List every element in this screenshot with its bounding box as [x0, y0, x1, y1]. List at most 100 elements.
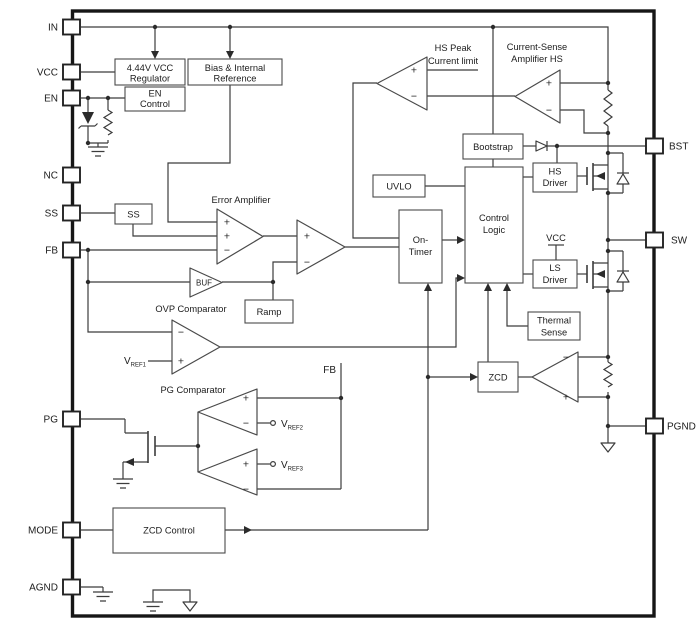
control-logic-label-line2: Logic [483, 225, 506, 235]
hs-peak-comp-plus: + [411, 65, 417, 77]
hs-peak-limit-comparator-triangle [376, 56, 428, 111]
pg-comparator-1-triangle [197, 388, 258, 436]
pin-pg-label: PG [44, 415, 59, 426]
en-zener-diode [78, 112, 98, 129]
pin-bst-label: BST [669, 142, 688, 153]
block-on-timer [398, 209, 443, 284]
zcd-comp-minus: − [563, 352, 569, 364]
block-en-control [124, 86, 186, 112]
ovp-comparator-triangle [171, 319, 221, 375]
pg-comp1-plus: + [243, 393, 249, 405]
vref2-terminal [270, 420, 277, 427]
pg-comp2-minus: − [243, 484, 249, 496]
pin-agnd-label: AGND [29, 583, 58, 594]
pin-en-box [62, 89, 81, 107]
vref2-base: V [281, 419, 288, 430]
pin-in-label: IN [48, 23, 58, 34]
ls-driver-label-line1: LS [549, 263, 560, 273]
zcd-block-label: ZCD [488, 373, 507, 383]
hs-peak-limit-label-line2: Current limit [428, 56, 479, 66]
en-control-label-line2: Control [140, 99, 170, 109]
pg-comparator-2-triangle [197, 448, 258, 496]
on-timer-label-line1: On- [413, 235, 429, 245]
cs-amp-plus: + [546, 78, 552, 90]
block-uvlo [372, 174, 426, 198]
pgnd-ground-arrow [600, 442, 616, 453]
vref2-label: VREF2 [281, 419, 304, 432]
pin-bst-box [645, 137, 664, 155]
pin-mode-label: MODE [28, 526, 58, 537]
ls-sense-resistor [602, 361, 614, 388]
block-ls-driver [532, 259, 578, 289]
pg-comp2-plus: + [243, 459, 249, 471]
pin-nc-box [62, 166, 81, 184]
vref3-terminal [270, 461, 277, 468]
pin-terminals [62, 18, 664, 596]
internal-ground-tie [143, 601, 198, 612]
en-resistor [102, 109, 114, 136]
cs-amplifier-label-line1: Current-Sense [507, 42, 567, 52]
en-control-label-line1: EN [149, 89, 162, 99]
vref1-sub: REF1 [131, 363, 147, 369]
ic-boundary [70, 9, 656, 618]
bootstrap-label: Bootstrap [473, 142, 513, 152]
pin-sw-label: SW [671, 236, 688, 247]
block-ss [114, 203, 153, 225]
error-amp-input1-plus: + [224, 217, 230, 229]
pin-pgnd-box [645, 417, 664, 435]
vref3-base: V [281, 460, 288, 471]
hs-driver-label-line1: HS [549, 167, 562, 177]
zcd-control-label: ZCD Control [143, 526, 195, 536]
vref3-sub: REF3 [288, 467, 304, 473]
error-amp-input2-plus: + [224, 231, 230, 243]
block-vcc-regulator [114, 58, 186, 86]
hs-sense-resistor [603, 89, 613, 127]
hs-peak-comp-minus: − [411, 91, 417, 103]
vcc-regulator-label-line1: 4.44V VCC [127, 63, 174, 73]
pin-pgnd-label: PGND [667, 422, 696, 433]
block-control-logic [464, 166, 524, 284]
pin-ss-label: SS [45, 209, 59, 220]
pg-mosfet [125, 431, 156, 466]
ls-driver-label-line2: Driver [543, 275, 568, 285]
hs-mosfet [586, 152, 630, 194]
block-zcd [477, 361, 519, 393]
pin-ss-box [62, 204, 81, 222]
bias-reference-label-line1: Bias & Internal [205, 63, 265, 73]
pin-vcc-label: VCC [37, 68, 58, 79]
en-ground-symbol [88, 146, 108, 157]
pin-fb-box [62, 241, 81, 259]
pwm-comparator-triangle [296, 219, 346, 275]
block-thermal-sense [527, 311, 581, 341]
agnd-ground-symbol [93, 591, 113, 602]
fb-net-label: FB [323, 365, 336, 376]
hs-driver-label-line2: Driver [543, 178, 568, 188]
error-amplifier-triangle [216, 208, 264, 265]
pin-pg-box [62, 410, 81, 428]
control-logic-label-line1: Control [479, 213, 509, 223]
pin-mode-box [62, 521, 81, 539]
uvlo-label: UVLO [386, 182, 411, 192]
pin-agnd-box [62, 578, 81, 596]
current-sense-amplifier-triangle [514, 69, 561, 124]
ovp-comp-minus: − [178, 327, 184, 339]
bias-reference-label-line2: Reference [214, 74, 257, 84]
on-timer-label-line2: Timer [409, 247, 432, 257]
pin-en-label: EN [44, 94, 58, 105]
ovp-comparator-label: OVP Comparator [155, 304, 226, 314]
zcd-comp-plus: + [563, 392, 569, 404]
hs-peak-limit-label-line1: HS Peak [435, 43, 472, 53]
thermal-sense-label-line2: Sense [541, 328, 567, 338]
ramp-label: Ramp [257, 307, 282, 317]
ovp-comp-plus: + [178, 356, 184, 368]
block-bias-reference [187, 58, 283, 86]
pwm-comp-plus: + [304, 231, 310, 243]
vref2-sub: REF2 [288, 426, 304, 432]
ss-block-label: SS [127, 210, 139, 220]
block-bootstrap [462, 133, 524, 160]
bootstrap-diode [535, 140, 548, 152]
pin-nc-label: NC [44, 171, 58, 182]
vref1-base: V [124, 356, 131, 367]
pin-fb-label: FB [45, 246, 58, 257]
